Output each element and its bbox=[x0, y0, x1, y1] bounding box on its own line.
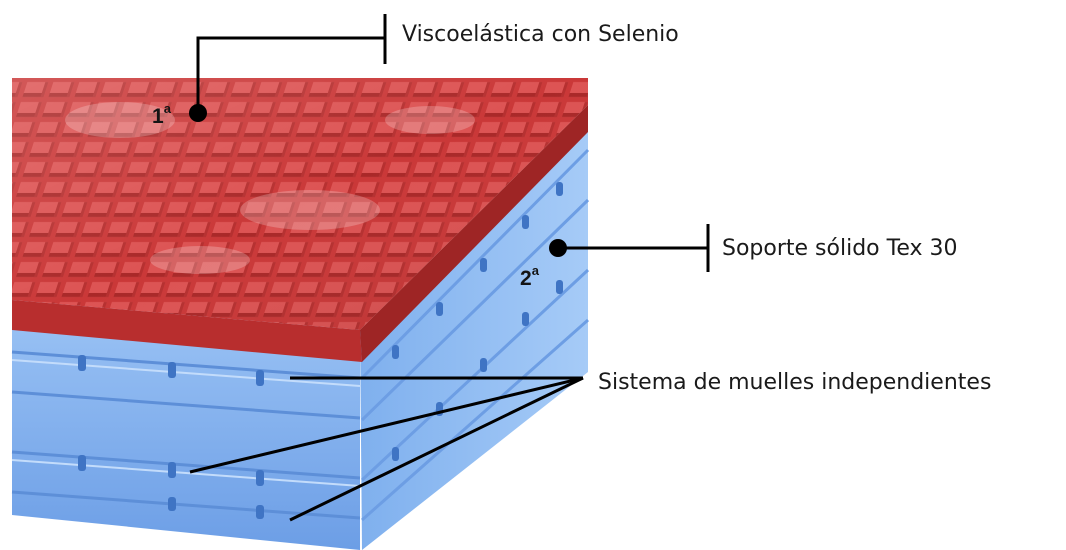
second-marker-number: 2 bbox=[520, 267, 532, 290]
viscoelastic-edge bbox=[12, 300, 362, 362]
viscoelastic-highlights bbox=[65, 102, 475, 274]
spring-leader-3 bbox=[289, 376, 584, 522]
callout-lines bbox=[189, 14, 710, 522]
front-ridges bbox=[11, 359, 361, 487]
viscoelastic-side-edge bbox=[360, 105, 588, 362]
side-grooves bbox=[360, 148, 590, 522]
first-layer-dot bbox=[189, 104, 207, 122]
front-spring-slots bbox=[78, 355, 264, 519]
spring-leader-2 bbox=[189, 376, 584, 474]
support-layer-label: Soporte sólido Tex 30 bbox=[722, 236, 958, 261]
viscoelastic-layer bbox=[12, 78, 588, 362]
first-marker-suffix: a bbox=[163, 101, 171, 116]
second-marker-suffix: a bbox=[531, 263, 539, 278]
viscoelastic-shading bbox=[12, 78, 588, 330]
support-front-face bbox=[12, 300, 360, 550]
support-side-face bbox=[360, 108, 588, 550]
spring-system-label: Sistema de muelles independientes bbox=[598, 370, 992, 395]
second-layer-marker: 2a bbox=[520, 262, 539, 290]
second-layer-dot bbox=[549, 239, 567, 257]
first-marker-number: 1 bbox=[152, 105, 164, 128]
spring-support-block bbox=[11, 108, 590, 550]
first-layer-marker: 1a bbox=[152, 100, 171, 128]
top-layer-leader bbox=[196, 36, 385, 113]
top-layer-label: Viscoelástica con Selenio bbox=[402, 22, 679, 47]
side-spring-slots bbox=[392, 182, 563, 461]
